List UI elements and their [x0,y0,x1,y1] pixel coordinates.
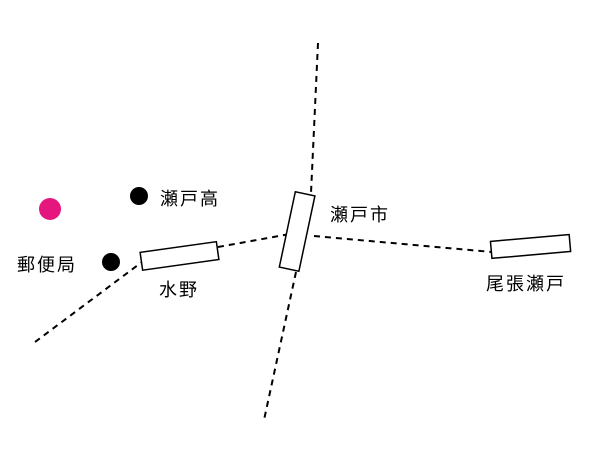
station-label-setoshi: 瀬戸市 [330,205,390,226]
rail-line-south [263,271,297,421]
station-setoshi-box[interactable] [278,190,316,273]
landmark-label-post-office: 郵便局 [17,255,77,276]
rail-line-mizuno-setoshi [217,233,291,248]
station-label-owari-seto: 尾張瀬戸 [486,274,566,295]
station-mizuno-box[interactable] [139,240,220,272]
current-location-marker[interactable] [39,198,61,220]
landmark-label-seto-high-school: 瀬戸高 [160,189,220,210]
station-label-mizuno: 水野 [159,280,199,301]
rail-line-west [34,261,143,343]
rail-line-setoshi-owari-seto [313,235,493,253]
rail-line-north [310,42,319,194]
seto-high-school-marker[interactable] [130,187,148,205]
station-owari-seto-box[interactable] [489,233,572,260]
post-office-marker[interactable] [102,253,120,271]
